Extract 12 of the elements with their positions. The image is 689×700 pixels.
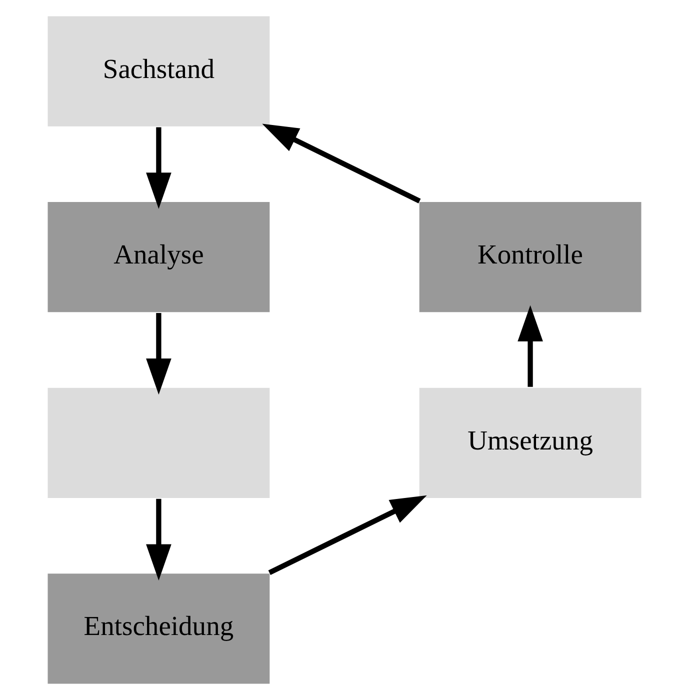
arrow	[146, 498, 172, 580]
node-box: Sachstand	[46, 14, 272, 128]
arrow	[268, 495, 427, 575]
arrow	[262, 124, 421, 204]
arrow	[146, 313, 172, 395]
node-box: Entscheidung	[46, 572, 272, 686]
node-box	[46, 386, 272, 500]
node-box: Analyse	[46, 200, 272, 314]
arrow	[146, 127, 172, 209]
node-box: Umsetzung	[418, 386, 643, 500]
arrow	[518, 305, 543, 387]
node-box: Kontrolle	[418, 200, 643, 314]
